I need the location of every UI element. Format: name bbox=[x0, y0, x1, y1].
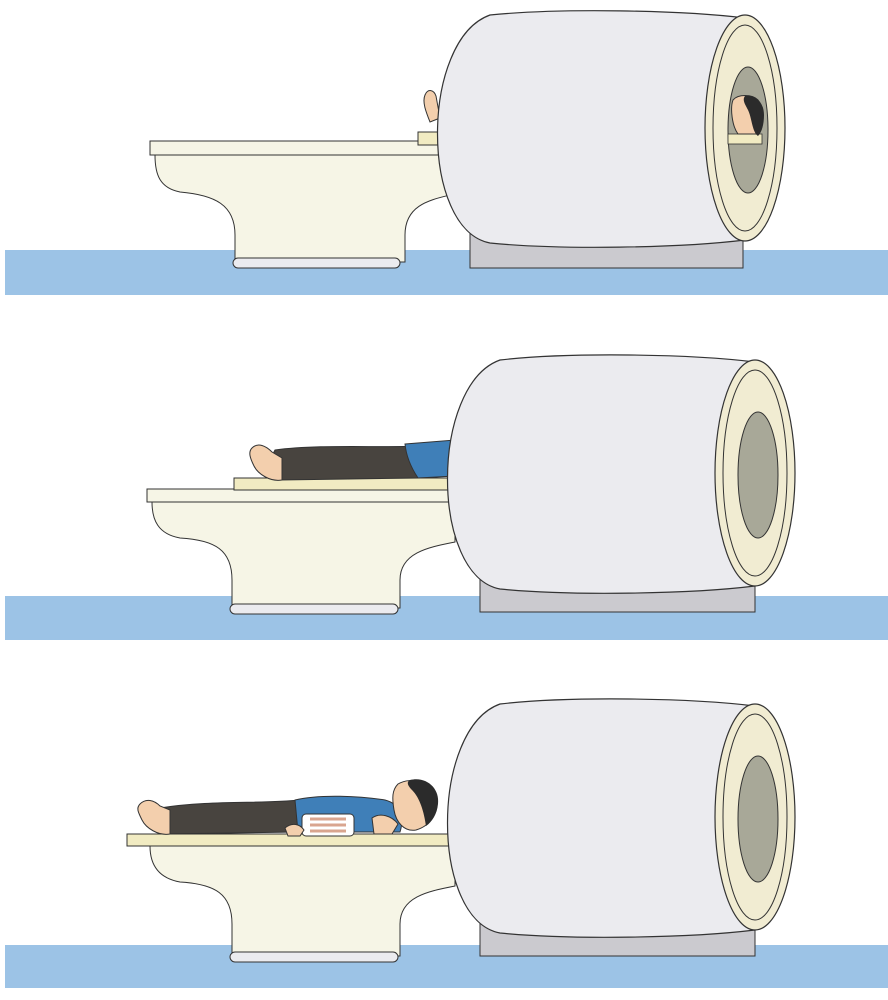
patient-head bbox=[728, 96, 764, 145]
scanner-bore bbox=[738, 756, 778, 882]
patient bbox=[138, 779, 438, 836]
patient-table bbox=[147, 478, 457, 614]
mri-scanner bbox=[438, 11, 786, 268]
floor bbox=[5, 596, 888, 640]
scene-patient-outside-on-table bbox=[0, 680, 888, 1000]
mri-scanner bbox=[448, 355, 796, 612]
scene-patient-inside-bore bbox=[0, 0, 888, 320]
scanner-bore bbox=[738, 412, 778, 538]
patient-legs bbox=[250, 440, 455, 480]
mri-scanner bbox=[448, 699, 796, 956]
patient-table bbox=[150, 132, 458, 268]
floor bbox=[5, 250, 888, 295]
scene-patient-partially-inside bbox=[0, 340, 888, 660]
floor bbox=[5, 945, 888, 988]
patient-table bbox=[127, 834, 455, 962]
patient-feet bbox=[138, 800, 170, 834]
